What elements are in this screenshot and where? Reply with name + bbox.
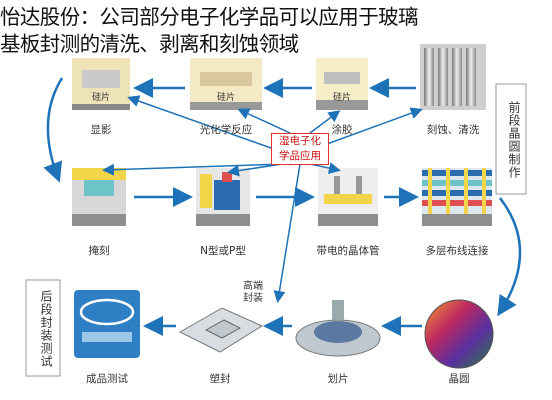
row2-step-2-graphic: [196, 168, 250, 226]
wet-chemicals-application-box: 湿电子化 学品应用: [271, 133, 329, 165]
row2-step-3-label: 带电的晶体管: [316, 245, 380, 257]
row1-step-4-label: 刻蚀、清洗: [426, 124, 480, 136]
row1-step-2-label: 光化学反应: [199, 124, 253, 136]
row3-step-2-package-graphic: [178, 307, 264, 353]
row1-step-3-label: 涂胶: [331, 124, 353, 136]
headline-line-2: 基板封测的清洗、剥离和刻蚀领域: [0, 32, 299, 56]
row1-step-1-label: 显影: [90, 124, 112, 136]
package-note-line-1: 高端: [243, 281, 263, 292]
front-end-bracket: [495, 83, 527, 195]
row3-step-2-label: 塑封: [209, 373, 231, 385]
row1-step-4-graphic: [420, 44, 486, 110]
arrow-curve-right: [497, 197, 522, 317]
front-end-wafer-label: 前段晶圆制作: [507, 101, 521, 179]
row3-step-1-label: 成品测试: [86, 373, 128, 385]
arrow-curve-left-1: [43, 77, 64, 183]
back-end-bracket: [25, 279, 61, 377]
row3-step-4-wafer-graphic: [424, 299, 494, 369]
headline-line-1: 怡达股份：公司部分电子化学品可以应用于玻璃: [0, 5, 419, 29]
row3-step-3-dicing-graphic: [295, 300, 381, 357]
row3-step-3-label: 划片: [327, 373, 349, 385]
row3-step-4-label: 晶圆: [448, 373, 470, 385]
advanced-packaging-note: 高端 封装: [238, 281, 268, 305]
back-end-packaging-label: 后段封装测试: [39, 290, 53, 368]
row1-step-1-wafer-tag: 硅片: [91, 93, 111, 103]
row1-step-2-wafer-tag: 硅片: [216, 93, 236, 103]
package-note-line-2: 封装: [243, 293, 263, 304]
row1-step-2-graphic: [190, 58, 262, 110]
row2-step-4-graphic: [422, 168, 492, 226]
row3-step-1-chip-graphic: [74, 290, 140, 358]
row2-step-1-label: 掩刻: [88, 245, 110, 257]
row2-step-2-label: N型或P型: [200, 245, 246, 257]
row1-step-3-graphic: [316, 58, 368, 110]
row2-step-4-label: 多层布线连接: [425, 245, 489, 257]
center-label-line-2: 学品应用: [279, 150, 321, 162]
row2-step-1-graphic: [72, 168, 126, 226]
row1-step-3-wafer-tag: 硅片: [332, 93, 352, 103]
headline: 怡达股份：公司部分电子化学品可以应用于玻璃 基板封测的清洗、剥离和刻蚀领域: [0, 4, 552, 58]
row1-step-1-graphic: [72, 58, 130, 110]
row2-step-3-graphic: [318, 168, 378, 226]
center-label-line-1: 湿电子化: [279, 135, 321, 147]
